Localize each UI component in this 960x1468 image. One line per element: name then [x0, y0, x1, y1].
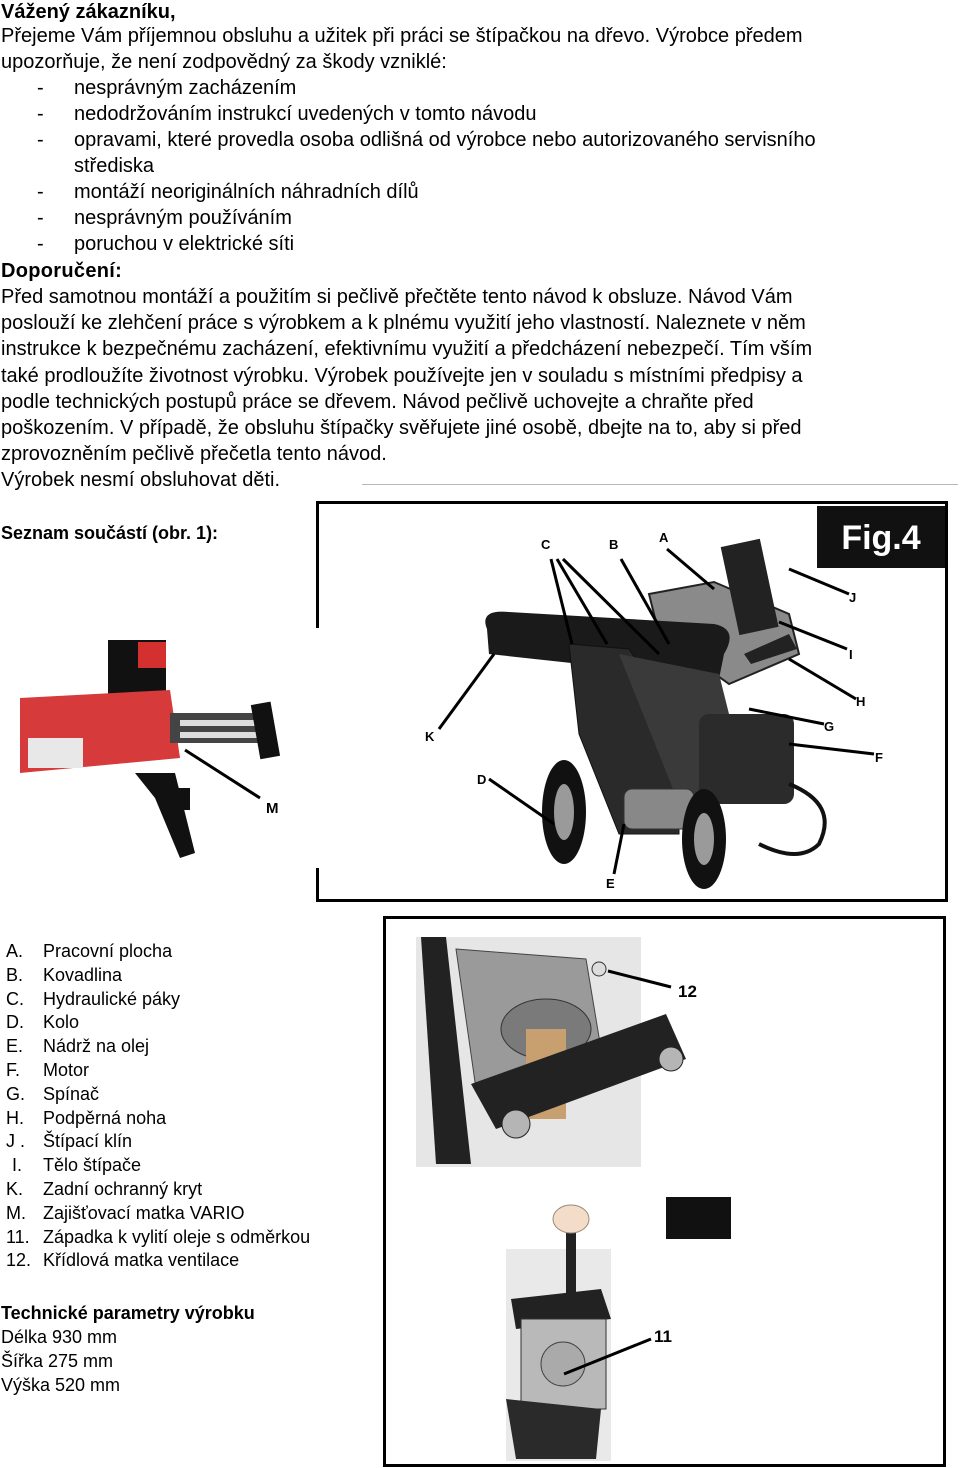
list-item: B.Kovadlina: [6, 964, 123, 985]
tech-width: Šířka 275 mm: [1, 1351, 114, 1371]
label-c: C: [541, 537, 551, 552]
figure-detail-views: 12 11: [383, 916, 946, 1467]
tech-height: Výška 520 mm: [1, 1375, 121, 1395]
list-item: J .Štípací klín: [6, 1131, 133, 1152]
detail-illustration: 12 11: [416, 937, 731, 1461]
label-a: A: [659, 530, 669, 545]
parts-list-title: Seznam součástí (obr. 1):: [1, 523, 219, 543]
list-item: H.Podpěrná noha: [6, 1107, 167, 1128]
tech-params: Délka 930 mm Šířka 275 mm Výška 520 mm: [1, 1325, 120, 1397]
list-item: G.Spínač: [6, 1083, 100, 1104]
list-item: -poruchou v elektrické síti: [37, 233, 295, 255]
list-item: I.Tělo štípače: [12, 1155, 142, 1176]
liability-list: -nesprávným zacházením -nedodržováním in…: [0, 75, 940, 257]
list-item: E.Nádrž na olej: [6, 1036, 150, 1057]
list-item-continuation: střediska: [74, 155, 155, 177]
list-item: 11.Západka k vylití oleje s odměrkou: [6, 1226, 311, 1247]
list-item: -nesprávným zacházením: [37, 77, 297, 99]
list-item: D.Kolo: [6, 1012, 80, 1033]
label-12: 12: [678, 982, 697, 1001]
figure-side-view: M: [20, 628, 320, 868]
list-item: -nedodržováním instrukcí uvedených v tom…: [37, 103, 537, 125]
label-j: J: [849, 590, 856, 605]
divider-line: [362, 484, 958, 485]
fig-badge: Fig.4: [841, 519, 920, 557]
intro-line-2: upozorňuje, že není zodpovědný za škody …: [1, 51, 447, 73]
list-item: F.Motor: [6, 1059, 90, 1080]
label-e: E: [606, 876, 615, 891]
label-m: M: [266, 800, 279, 817]
log-splitter-illustration: Fig.4: [425, 506, 945, 891]
tech-length: Délka 930 mm: [1, 1327, 118, 1347]
recommendation-title: Doporučení:: [1, 260, 123, 282]
label-h: H: [856, 694, 865, 709]
fig-badge-bg: [817, 506, 945, 568]
tech-params-title: Technické parametry výrobku: [1, 1303, 255, 1323]
list-item: K.Zadní ochranný kryt: [6, 1178, 203, 1199]
list-item: C.Hydraulické páky: [6, 988, 181, 1009]
greeting-title: Vážený zákazníku,: [1, 1, 176, 23]
label-k: K: [425, 729, 435, 744]
list-item: -opravami, které provedla osoba odlišná …: [37, 129, 816, 151]
label-d: D: [477, 772, 486, 787]
intro-line-1: Přejeme Vám příjemnou obsluhu a užitek p…: [1, 25, 803, 47]
label-11: 11: [654, 1327, 672, 1346]
label-g: G: [824, 719, 834, 734]
parts-list: A.Pracovní plocha B.Kovadlina C.Hydrauli…: [6, 940, 310, 1273]
label-f: F: [875, 750, 883, 765]
list-item: 12.Křídlová matka ventilace: [6, 1250, 240, 1271]
list-item: -montáží neoriginálních náhradních dílů: [37, 181, 419, 203]
label-b: B: [609, 537, 618, 552]
list-item: M.Zajišťovací matka VARIO: [6, 1202, 245, 1223]
recommendation-paragraph: Před samotnou montáží a použitím si pečl…: [1, 286, 813, 492]
label-i: I: [849, 647, 853, 662]
list-item: -nesprávným používáním: [37, 207, 292, 229]
side-view-illustration: M: [20, 640, 281, 858]
list-item: A.Pracovní plocha: [6, 941, 173, 961]
figure-4-log-splitter: Fig.4: [316, 501, 948, 902]
